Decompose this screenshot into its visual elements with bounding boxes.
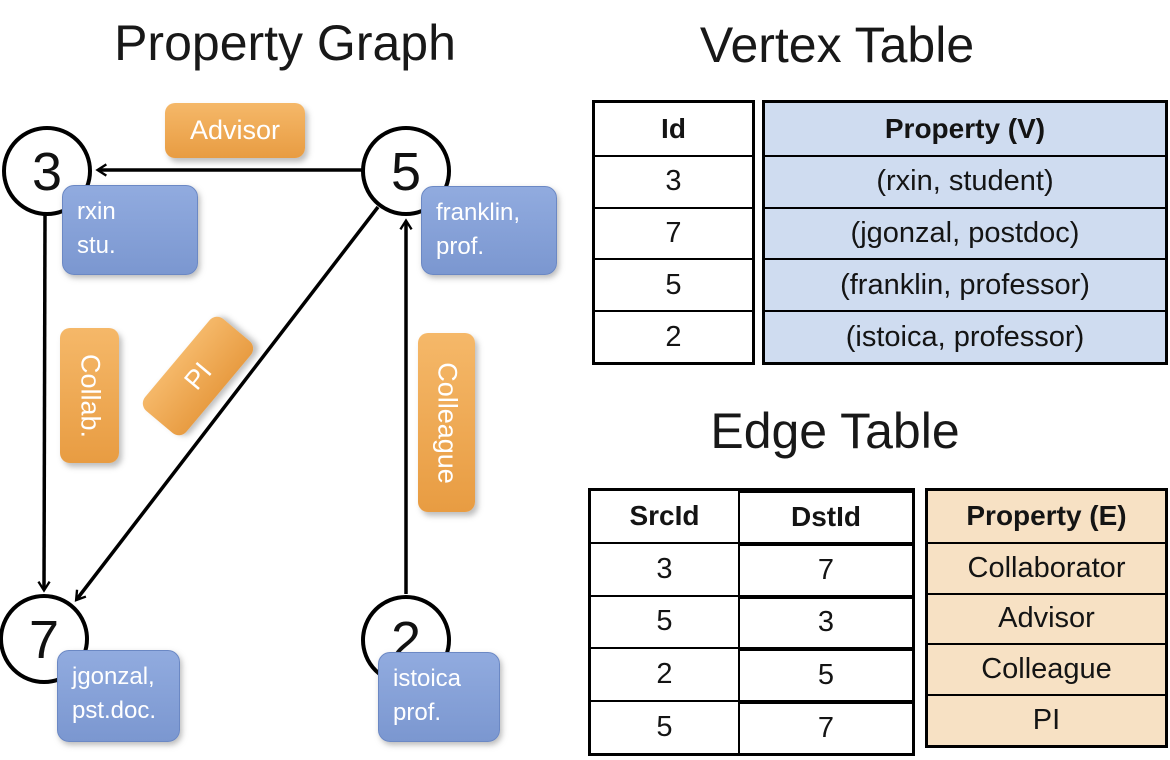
table-cell: Colleague — [928, 643, 1165, 694]
table-row: SrcId DstId — [591, 491, 912, 542]
node-property-line: rxin — [77, 198, 116, 225]
node-property-box-rxin: rxin stu. — [62, 185, 198, 275]
table-cell: 5 — [740, 649, 912, 700]
table-cell: Advisor — [928, 592, 1165, 644]
table-cell: 2 — [595, 310, 752, 362]
graph-title: Property Graph — [114, 15, 456, 71]
node-property-line: stu. — [77, 232, 116, 260]
table-row: 5 3 — [591, 594, 912, 648]
node-property-line: jgonzal, — [72, 663, 155, 690]
edge-table-header-srcid: SrcId — [591, 491, 740, 542]
node-property-line: istoica — [393, 665, 462, 692]
table-cell: 7 — [740, 543, 912, 595]
table-cell: (rxin, student) — [765, 154, 1165, 207]
node-id-3: 3 — [32, 142, 62, 202]
edge-table-header-dstid: DstId — [740, 491, 912, 542]
node-property-box-franklin: franklin, prof. — [421, 186, 557, 275]
table-cell: 5 — [591, 702, 740, 753]
table-cell: PI — [928, 694, 1165, 745]
edge-label-collab: Collab. — [60, 328, 119, 463]
edge-pi-line-5-to-7 — [74, 205, 380, 602]
table-cell: 7 — [740, 702, 912, 753]
node-property-line: prof. — [393, 699, 442, 727]
node-property-line: pst.doc. — [72, 697, 157, 725]
node-id-7: 7 — [29, 610, 59, 670]
table-cell: 2 — [591, 649, 740, 701]
node-property-box-istoica: istoica prof. — [378, 652, 500, 742]
node-property-line: franklin, — [436, 199, 521, 226]
table-row: 2 5 — [591, 647, 912, 701]
edge-table-id-columns: SrcId DstId 3 7 5 3 2 5 5 7 — [588, 488, 915, 756]
table-cell: (franklin, professor) — [765, 258, 1165, 310]
vertex-table-header-id: Id — [661, 112, 686, 144]
table-cell: 7 — [595, 206, 752, 259]
table-row: 3 7 — [591, 541, 912, 595]
edge-label-colleague-text: Colleague — [432, 361, 462, 484]
vertex-table-header-property: Property (V) — [884, 112, 1046, 144]
table-cell: 3 — [740, 596, 912, 648]
edge-label-colleague: Colleague — [418, 333, 475, 512]
edge-table-property-column: Property (E) Collaborator Advisor Collea… — [925, 488, 1168, 748]
vertex-table-id-column: Id 3 7 5 2 — [592, 100, 755, 365]
node-id-5: 5 — [391, 142, 421, 202]
table-cell: 3 — [595, 154, 752, 207]
table-cell: 5 — [595, 258, 752, 310]
edge-label-advisor: Advisor — [165, 103, 305, 158]
edge-label-advisor-text: Advisor — [189, 115, 281, 145]
table-cell: Collaborator — [928, 541, 1165, 593]
vertex-table-title: Vertex Table — [699, 17, 975, 73]
edge-collaborator-line-3-to-7 — [37, 214, 51, 593]
table-cell: 5 — [591, 596, 740, 648]
edge-label-pi-text: PI — [177, 356, 218, 396]
table-row: 5 7 — [591, 700, 912, 753]
edge-table-header-property: Property (E) — [966, 500, 1127, 532]
vertex-table-property-column: Property (V) (rxin, student) (jgonzal, p… — [762, 100, 1168, 365]
node-property-box-jgonzal: jgonzal, pst.doc. — [57, 650, 180, 742]
table-cell: (jgonzal, postdoc) — [765, 206, 1165, 259]
edge-label-collab-text: Collab. — [75, 353, 105, 438]
edge-table-title: Edge Table — [710, 403, 960, 459]
table-cell: (istoica, professor) — [765, 310, 1165, 362]
node-property-line: prof. — [436, 233, 485, 261]
table-cell: 3 — [591, 543, 740, 595]
